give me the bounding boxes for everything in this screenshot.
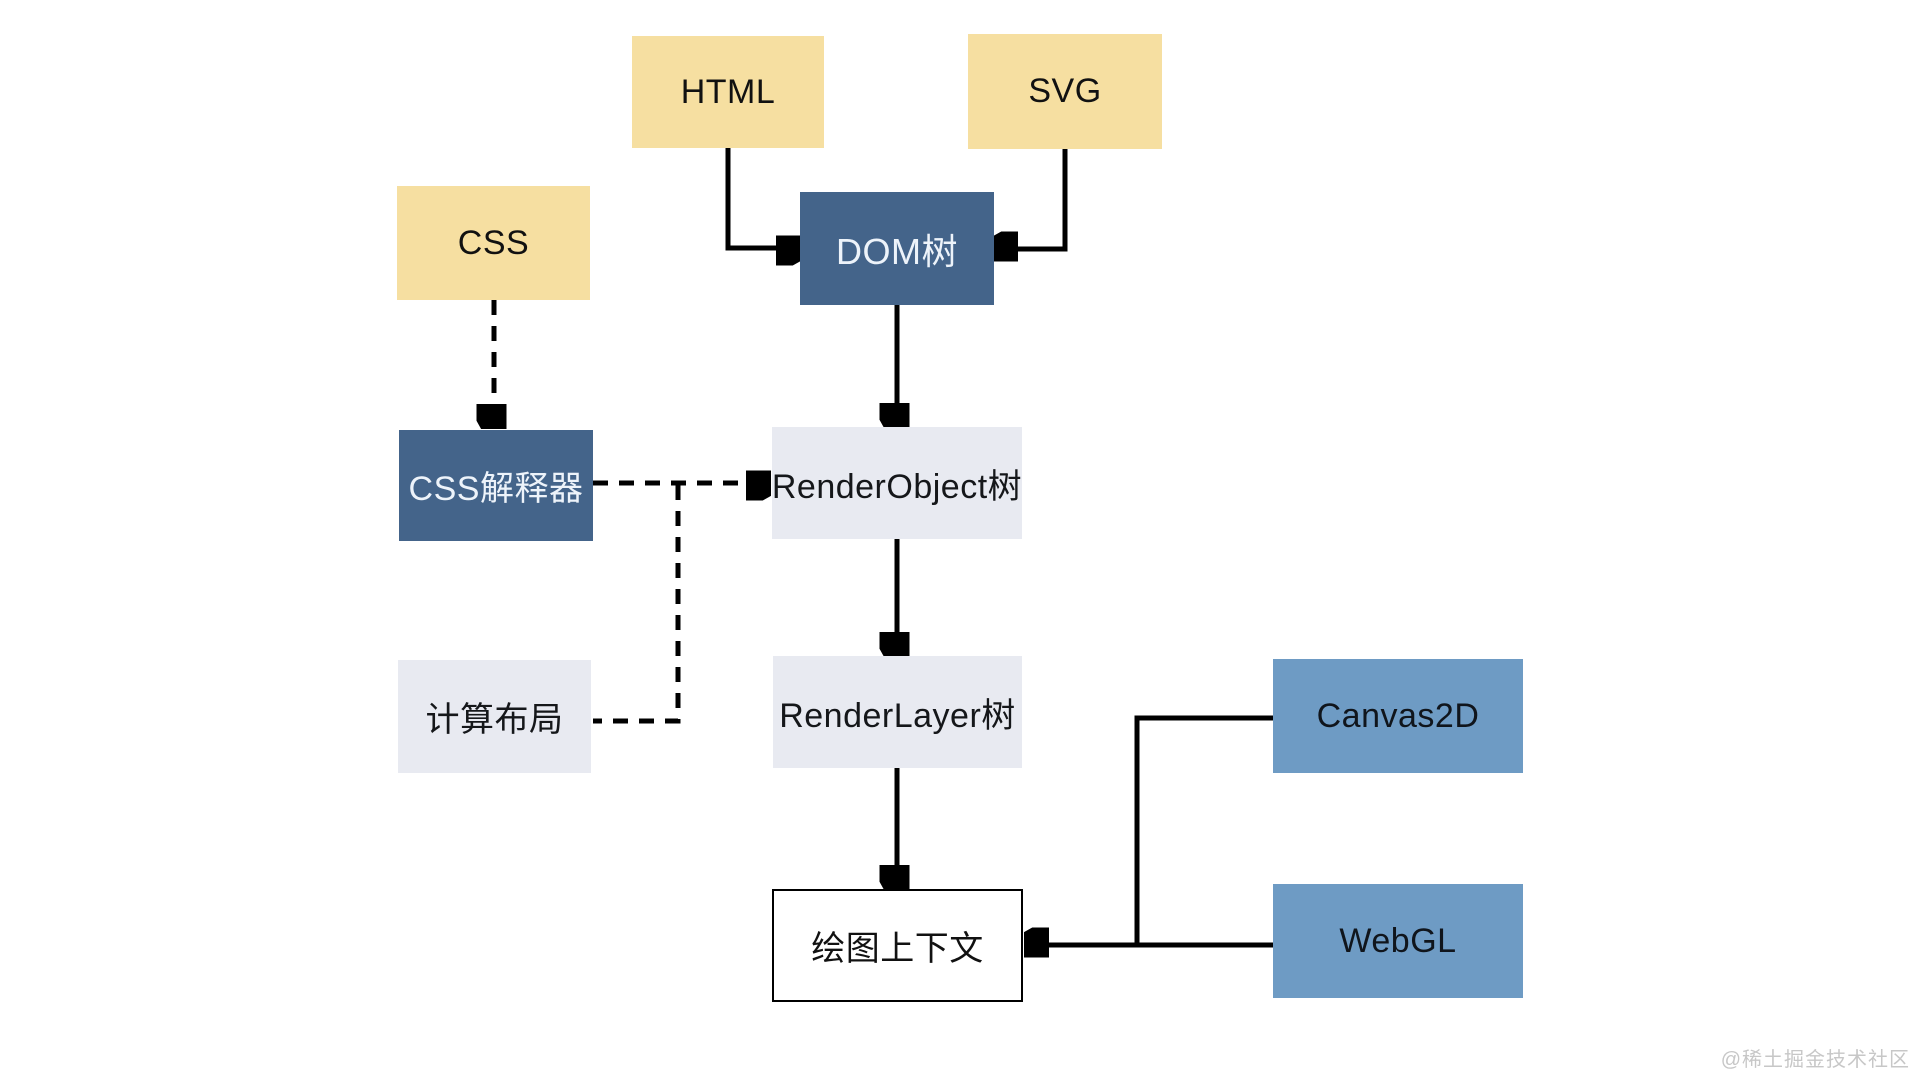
node-css: CSS — [397, 186, 590, 300]
node-canvas2d: Canvas2D — [1273, 659, 1523, 773]
watermark: @稀土掘金技术社区 — [1720, 1049, 1910, 1071]
node-drawing-context: 绘图上下文 — [772, 889, 1023, 1002]
arrow-svg-to-dom — [998, 149, 1068, 249]
node-dom-tree: DOM树 — [800, 192, 994, 305]
node-render-object-tree: RenderObject树 — [772, 427, 1022, 539]
dashed-line-junction-to-layout — [593, 485, 681, 724]
node-webgl: WebGL — [1273, 884, 1523, 998]
node-render-layer-tree: RenderLayer树 — [773, 656, 1022, 768]
node-svg: SVG — [968, 34, 1162, 149]
line-canvas2d-to-junction — [1134, 715, 1273, 945]
node-html: HTML — [632, 36, 824, 148]
arrow-html-to-dom — [725, 148, 796, 248]
node-css-parser: CSS解释器 — [399, 430, 593, 541]
node-compute-layout: 计算布局 — [398, 660, 591, 773]
